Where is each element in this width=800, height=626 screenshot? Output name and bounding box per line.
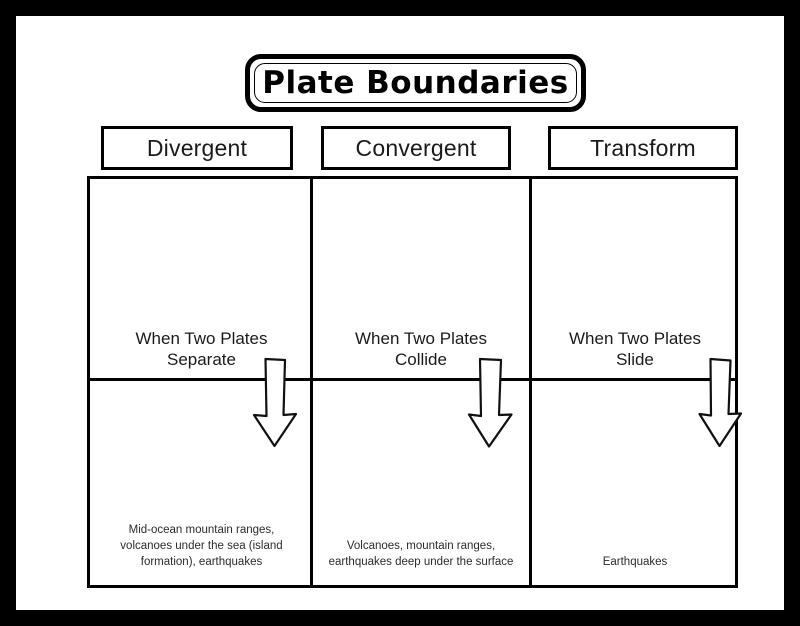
header-label: Transform	[590, 134, 696, 161]
header-box-transform: Transform	[548, 126, 738, 170]
results-cell-transform: Earthquakes	[532, 381, 738, 588]
title-box: Plate Boundaries	[245, 54, 586, 112]
title-inner-border: Plate Boundaries	[254, 63, 577, 103]
results-text: Earthquakes	[602, 556, 668, 568]
comparison-table: When Two Plates Separate When Two Plates…	[87, 176, 738, 588]
results-text: Mid-ocean mountain ranges, volcanoes und…	[120, 524, 283, 568]
header-box-divergent: Divergent	[101, 126, 293, 170]
motion-cell-convergent: When Two Plates Collide	[313, 179, 529, 378]
header-label: Convergent	[355, 134, 477, 161]
header-label: Divergent	[146, 134, 248, 161]
column-divider-1	[310, 179, 313, 585]
motion-text: When Two Plates Separate	[135, 329, 268, 369]
poster-page: Plate Boundaries Divergent Convergent Tr…	[16, 16, 784, 610]
motion-text: When Two Plates Slide	[569, 329, 701, 369]
column-divider-2	[529, 179, 532, 585]
results-cell-convergent: Volcanoes, mountain ranges, earthquakes …	[313, 381, 529, 588]
motion-cell-transform: When Two Plates Slide	[532, 179, 738, 378]
motion-text: When Two Plates Collide	[355, 329, 487, 369]
results-cell-divergent: Mid-ocean mountain ranges, volcanoes und…	[93, 381, 310, 588]
header-box-convergent: Convergent	[321, 126, 511, 170]
row-divider	[90, 378, 735, 381]
page-title: Plate Boundaries	[262, 65, 569, 101]
motion-cell-divergent: When Two Plates Separate	[93, 179, 310, 378]
results-text: Volcanoes, mountain ranges, earthquakes …	[328, 540, 514, 568]
